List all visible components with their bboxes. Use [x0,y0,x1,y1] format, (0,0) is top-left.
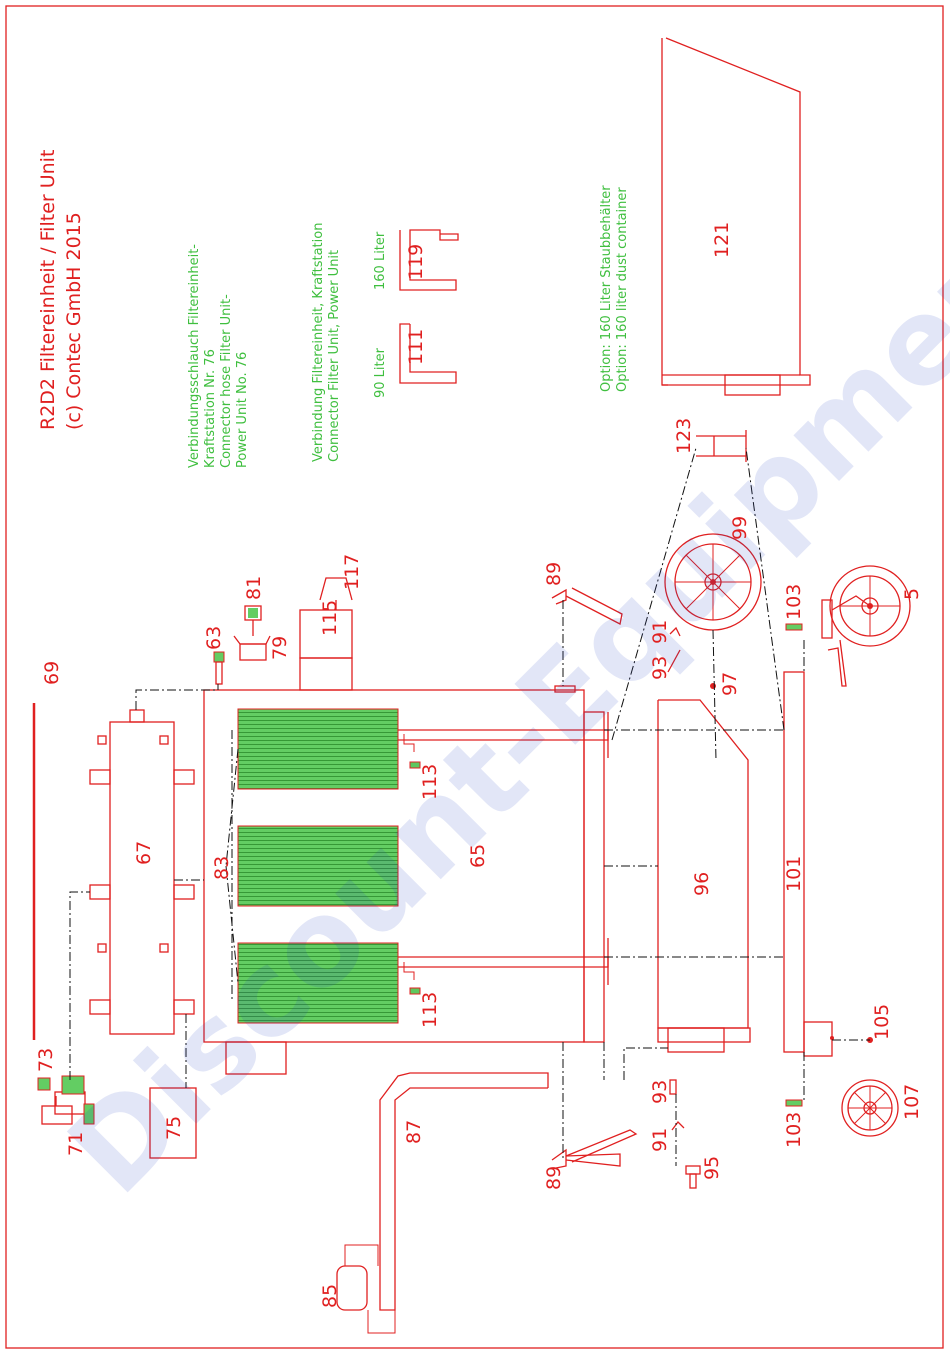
note-hose-4: Power Unit No. 76 [235,352,250,468]
part-labels: 69 73 71 75 67 63 79 81 83 115 117 111 1… [35,222,923,1308]
label-87: 87 [403,1120,425,1144]
note-option-1: Option: 160 Liter Staubbehälter [599,185,614,392]
label-63: 63 [203,626,225,650]
pin-91-top [669,626,681,637]
note-160-liter: 160 Liter [373,231,388,290]
label-97: 97 [719,672,741,696]
note-option-2: Option: 160 liter dust container [615,187,630,392]
coupling-79-81 [233,605,271,661]
filter-cartridge-1 [237,708,399,790]
label-79: 79 [269,636,291,660]
title-line-2: (c) Contec GmbH 2015 [63,212,85,430]
label-85: 85 [319,1284,341,1308]
label-69: 69 [41,661,63,685]
manifold-67 [89,709,195,1035]
valve-63 [213,651,225,685]
label-113-top: 113 [419,764,441,800]
filter-housing-65 [203,657,605,1075]
wheel-107 [841,1037,899,1137]
note-90-liter: 90 Liter [373,347,388,398]
label-81: 81 [243,576,265,600]
title-line-1: R2D2 Filtereinheit / Filter Unit [37,150,59,430]
label-89-bottom: 89 [543,1166,565,1190]
filter-cartridge-2 [237,825,399,907]
label-67: 67 [133,841,155,865]
note-hose-3: Connector hose Filter Unit- [219,294,234,468]
label-89-top: 89 [543,562,565,586]
note-connection-2: Connector Filter Unit, Power Unit [327,250,342,462]
label-83: 83 [211,856,233,880]
container-96 [657,699,751,1053]
container-111 [399,323,457,384]
axle-97 [710,683,716,689]
label-96: 96 [691,872,713,896]
label-95: 95 [701,1156,723,1180]
label-103-top: 103 [783,584,805,620]
cleaning-rods [398,712,609,995]
label-111: 111 [405,329,427,365]
label-71: 71 [65,1132,87,1156]
label-73: 73 [35,1048,57,1072]
label-103-bottom: 103 [783,1112,805,1148]
gauge-73 [37,1077,51,1091]
frame-bar-101 [783,671,805,1053]
center-lines [69,447,870,1166]
note-hose-1: Verbindungsschlauch Filtereinheit- [187,244,202,468]
label-5: 5 [901,588,923,600]
box-75 [149,1087,197,1159]
part-85 [336,1244,396,1334]
label-93-top: 93 [649,656,671,680]
dust-container-121 [661,37,811,396]
lever-93-bottom [669,1079,677,1095]
label-117: 117 [341,554,363,590]
label-91-bottom: 91 [649,1128,671,1152]
label-65: 65 [467,844,489,868]
label-91-top: 91 [649,620,671,644]
label-105: 105 [871,1004,893,1040]
hose-87 [379,1072,549,1311]
strut-123 [696,430,747,462]
label-119: 119 [405,244,427,280]
pin-91-bottom [671,1121,685,1131]
caster-5 [821,565,911,687]
fitting-115 [299,577,353,659]
drawing-border [5,5,944,1349]
note-hose-2: Kraftstation Nr. 76 [203,349,218,468]
knob-95 [685,1165,701,1189]
handle-89-bottom [551,1129,638,1169]
cap-103-bottom [785,1099,803,1107]
label-123: 123 [673,418,695,454]
container-119 [399,229,459,291]
label-75: 75 [163,1116,185,1140]
label-99: 99 [729,516,751,540]
label-115: 115 [319,600,341,636]
lever-93-top [667,649,681,673]
handle-89-top [551,587,623,625]
label-107: 107 [901,1084,923,1120]
label-101: 101 [783,856,805,892]
filter-cartridge-3 [237,942,399,1024]
watermark: Discount-Equipment [42,167,950,1219]
bracket-105 [803,1021,833,1057]
cap-103-top [785,623,803,631]
label-93-bottom: 93 [649,1080,671,1104]
label-113-bottom: 113 [419,992,441,1028]
label-121: 121 [711,222,733,258]
note-connection-1: Verbindung Filtereinheit, Kraftstation [311,223,326,462]
regulator-71 [41,1075,95,1125]
